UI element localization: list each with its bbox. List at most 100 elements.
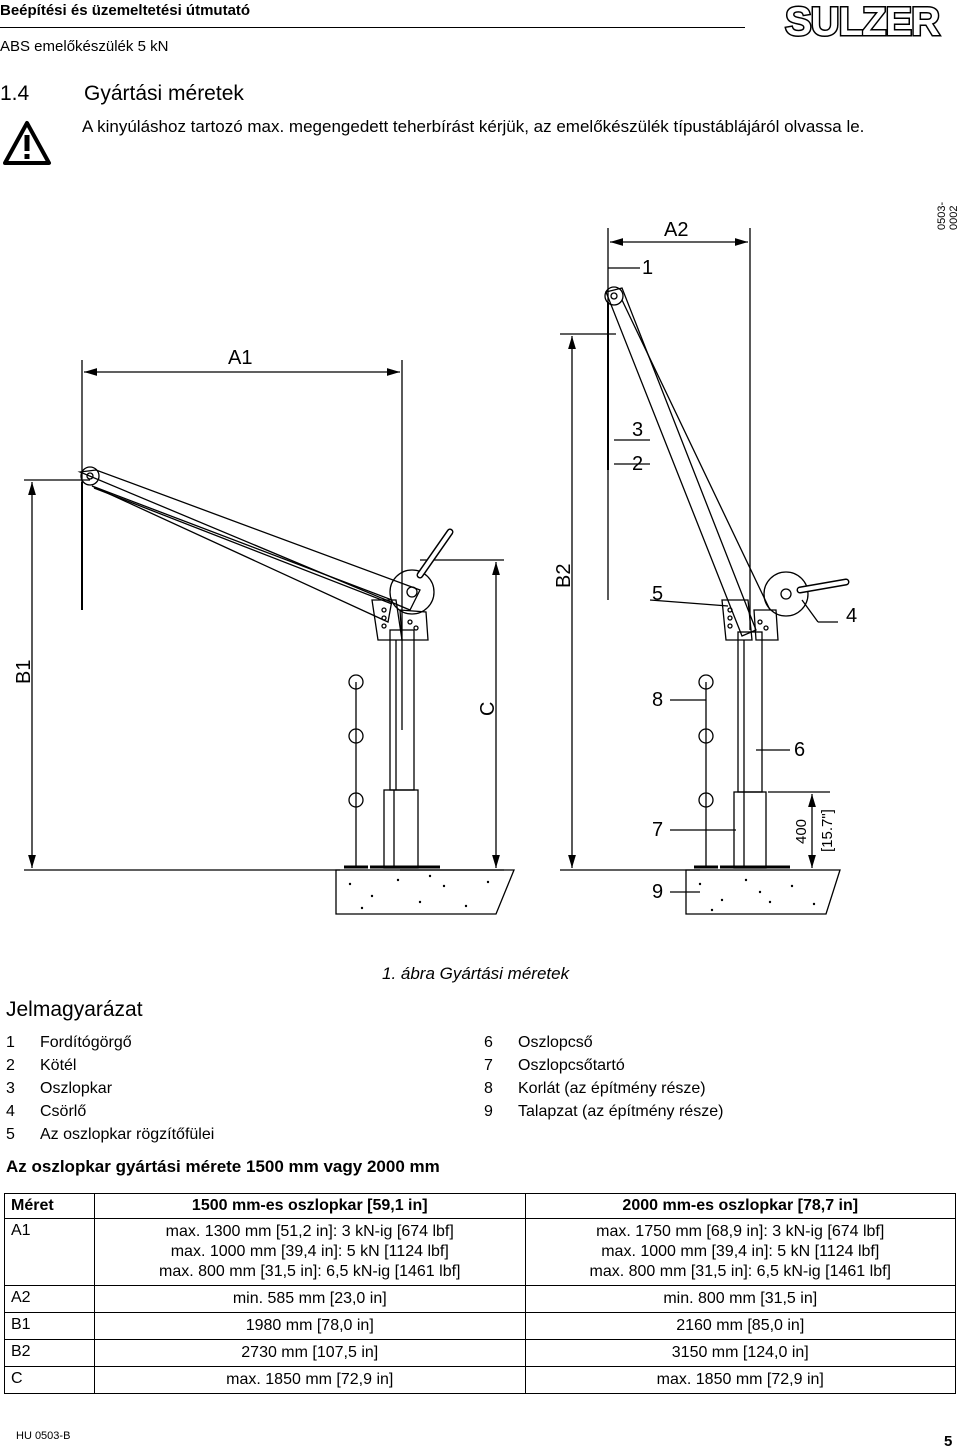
document-title: Beépítési és üzemeltetési útmutató <box>0 2 251 19</box>
legend-item-text: Oszlopkar <box>40 1080 113 1097</box>
legend-left-column: 1 Fordítógörgő 2 Kötél 3 Oszlopkar 4 Csörlő 5 Az … <box>6 1034 446 1154</box>
legend-item: 9 Talapzat (az építmény része) <box>484 1103 954 1125</box>
legend-item-text: Oszlopcső <box>518 1034 593 1051</box>
warning-icon <box>3 121 51 165</box>
label-2: 2 <box>632 453 643 475</box>
table-row: A1 max. 1300 mm [51,2 in]: 3 kN-ig [674 l… <box>4 1218 956 1286</box>
dimensions-table: Méret 1500 mm-es oszlopkar [59,1 in] 200… <box>4 1193 956 1394</box>
legend-item-text: Oszlopcsőtartó <box>518 1057 625 1074</box>
dimensions-subtitle: Az oszlopkar gyártási mérete 1500 mm vag… <box>6 1157 440 1176</box>
label-b2: B2 <box>553 564 575 588</box>
table-cell: 2160 mm [85,0 in] <box>524 1312 956 1340</box>
table-cell: min. 585 mm [23,0 in] <box>94 1285 526 1313</box>
cell-line: max. 800 mm [31,5 in]: 6,5 kN-ig [1461 l… <box>589 1263 891 1280</box>
table-cell: max. 1850 mm [72,9 in] <box>524 1366 956 1394</box>
table-cell: max. 1850 mm [72,9 in] <box>94 1366 526 1394</box>
header-size: Méret <box>4 1193 95 1219</box>
cell-line: max. 1850 mm [72,9 in] <box>656 1371 824 1388</box>
legend-item: 3 Oszlopkar <box>6 1080 446 1102</box>
footer-code: HU 0503-B <box>16 1430 71 1442</box>
table-cell: 3150 mm [124,0 in] <box>524 1339 956 1367</box>
cell-line: 2160 mm [85,0 in] <box>676 1317 805 1334</box>
legend-item-number: 2 <box>6 1057 15 1074</box>
legend-item-text: Csörlő <box>40 1103 87 1120</box>
table-row: B2 2730 mm [107,5 in] 3150 mm [124,0 in] <box>4 1339 956 1367</box>
cell-line: max. 1000 mm [39,4 in]: 5 kN [1124 lbf] <box>170 1243 449 1260</box>
legend-item-number: 9 <box>484 1103 493 1120</box>
legend-item-number: 5 <box>6 1126 15 1143</box>
label-5: 5 <box>652 583 663 605</box>
section-number: 1.4 <box>0 82 30 105</box>
label-3: 3 <box>632 419 643 441</box>
legend-item-number: 1 <box>6 1034 15 1051</box>
legend-item: 2 Kötél <box>6 1057 446 1079</box>
svg-text:SULZER: SULZER <box>785 0 940 40</box>
figure-id: 0503-0002 <box>936 201 960 230</box>
table-cell: max. 1750 mm [68,9 in]: 3 kN-ig [674 lbf… <box>524 1218 956 1286</box>
cell-line: min. 800 mm [31,5 in] <box>663 1290 818 1307</box>
legend-item: 5 Az oszlopkar rögzítőfülei <box>6 1126 446 1148</box>
label-c: C <box>477 702 499 716</box>
cell-line: max. 1300 mm [51,2 in]: 3 kN-ig [674 lbf… <box>165 1223 454 1240</box>
legend-right-column: 6 Oszlopcső 7 Oszlopcsőtartó 8 Korlát (az épí… <box>484 1034 954 1134</box>
cell-line: max. 800 mm [31,5 in]: 6,5 kN-ig [1461 l… <box>159 1263 461 1280</box>
table-cell: 2730 mm [107,5 in] <box>94 1339 526 1367</box>
row-label: A2 <box>4 1285 95 1313</box>
label-a1: A1 <box>228 347 252 369</box>
legend-item-text: Talapzat (az építmény része) <box>518 1103 724 1120</box>
cell-line: max. 1000 mm [39,4 in]: 5 kN [1124 lbf] <box>601 1243 880 1260</box>
label-6: 6 <box>794 739 805 761</box>
legend-item: 6 Oszlopcső <box>484 1034 954 1056</box>
document-subtitle: ABS emelőkészülék 5 kN <box>0 38 169 55</box>
legend-item-number: 4 <box>6 1103 15 1120</box>
label-9: 9 <box>652 881 663 903</box>
legend-item-number: 8 <box>484 1080 493 1097</box>
label-b1: B1 <box>13 660 35 684</box>
row-label: C <box>4 1366 95 1394</box>
table-cell: 1980 mm [78,0 in] <box>94 1312 526 1340</box>
legend-item-number: 3 <box>6 1080 15 1097</box>
legend-item-number: 7 <box>484 1057 493 1074</box>
legend-item-number: 6 <box>484 1034 493 1051</box>
cell-line: max. 1850 mm [72,9 in] <box>226 1371 394 1388</box>
row-label: A1 <box>4 1218 95 1286</box>
label-4: 4 <box>846 605 857 627</box>
legend-item: 1 Fordítógörgő <box>6 1034 446 1056</box>
label-a2: A2 <box>664 219 688 241</box>
section-title: Gyártási méretek <box>84 82 244 105</box>
page-number: 5 <box>944 1433 953 1450</box>
legend-item-text: Kötél <box>40 1057 77 1074</box>
table-header-row: Méret 1500 mm-es oszlopkar [59,1 in] 200… <box>4 1193 956 1219</box>
legend-item-text: Korlát (az építmény része) <box>518 1080 706 1097</box>
label-7: 7 <box>652 819 663 841</box>
row-label: B1 <box>4 1312 95 1340</box>
header-2000: 2000 mm-es oszlopkar [78,7 in] <box>524 1193 956 1219</box>
label-8: 8 <box>652 689 663 711</box>
row-label: B2 <box>4 1339 95 1367</box>
cell-line: 3150 mm [124,0 in] <box>671 1344 809 1361</box>
figure-caption: 1. ábra Gyártási méretek <box>382 964 570 983</box>
header-1500: 1500 mm-es oszlopkar [59,1 in] <box>94 1193 526 1219</box>
legend-item: 8 Korlát (az építmény része) <box>484 1080 954 1102</box>
label-400: 400 <box>793 819 810 844</box>
table-cell: min. 800 mm [31,5 in] <box>524 1285 956 1313</box>
legend-item-text: Az oszlopkar rögzítőfülei <box>40 1126 215 1143</box>
cell-line: 1980 mm [78,0 in] <box>245 1317 374 1334</box>
cell-line: min. 585 mm [23,0 in] <box>232 1290 387 1307</box>
cell-line: 2730 mm [107,5 in] <box>241 1344 379 1361</box>
crane-dimension-diagram: A1 A2 B1 B2 C 1 2 3 4 5 6 7 8 9 400 [15.… <box>13 219 857 915</box>
sulzer-logo: SULZER SULZER <box>784 0 943 40</box>
warning-text: A kinyúláshoz tartozó max. megengedett t… <box>82 117 865 136</box>
table-row: A2 min. 585 mm [23,0 in] min. 800 mm [31,5… <box>4 1285 956 1313</box>
label-1: 1 <box>642 257 653 279</box>
legend-title: Jelmagyarázat <box>6 998 143 1021</box>
legend-item-text: Fordítógörgő <box>40 1034 132 1051</box>
legend-item: 4 Csörlő <box>6 1103 446 1125</box>
legend-item: 7 Oszlopcsőtartó <box>484 1057 954 1079</box>
table-row: B1 1980 mm [78,0 in] 2160 mm [85,0 in] <box>4 1312 956 1340</box>
header-rule <box>0 27 745 28</box>
label-15-7: [15.7"] <box>819 809 836 852</box>
cell-line: max. 1750 mm [68,9 in]: 3 kN-ig [674 lbf… <box>596 1223 885 1240</box>
table-cell: max. 1300 mm [51,2 in]: 3 kN-ig [674 lbf… <box>94 1218 526 1286</box>
